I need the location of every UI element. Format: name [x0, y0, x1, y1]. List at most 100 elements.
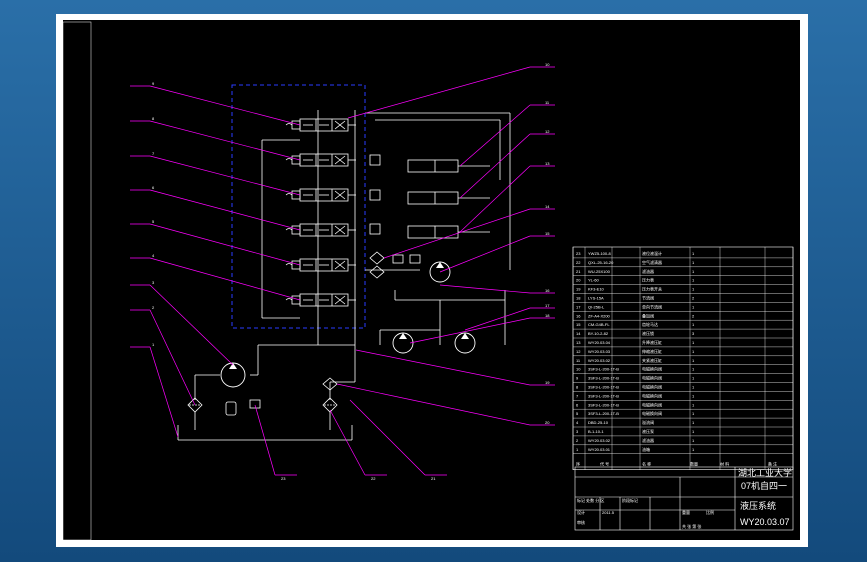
callout-number: 13	[545, 161, 550, 166]
left-margin-strip	[62, 21, 92, 541]
bom-qty: 1	[692, 260, 695, 265]
leader-line	[149, 85, 301, 126]
bom-code: KF3-E10	[588, 287, 605, 292]
leader-line	[355, 349, 531, 386]
bom-code: B-1-10-1	[588, 429, 604, 434]
bom-code: QXL-25-16-20	[588, 260, 614, 265]
bom-qty: 2	[692, 313, 695, 318]
leader-line	[149, 189, 301, 231]
leader-line	[149, 346, 179, 438]
bom-no: 19	[576, 287, 581, 292]
bom-name: 压力表	[642, 277, 654, 283]
bom-no: 20	[576, 278, 581, 283]
bom-header-cell: 备 注	[768, 461, 777, 467]
leader-line	[149, 309, 196, 406]
bom-name: 伸缩液压缸	[642, 348, 662, 354]
callout-number: 20	[545, 420, 550, 425]
leader-line	[254, 404, 276, 476]
level-gauge	[225, 401, 237, 416]
bom-name: 溢流阀	[642, 419, 654, 425]
bom-no: 5	[576, 411, 579, 416]
tb-mark-label: 标记 处数 分 区	[577, 497, 604, 503]
callout-number: 9	[152, 81, 155, 86]
bom-code: YWZ5-100-8	[588, 251, 611, 256]
bom-qty: 1	[692, 304, 695, 309]
bom-name: 滤油器	[642, 437, 654, 443]
bom-qty: 1	[692, 402, 695, 407]
bom-row: 4 DBD-25-10 溢流阀 1	[576, 419, 695, 425]
bom-code: YL-60	[588, 278, 599, 283]
directional-valve	[285, 293, 356, 307]
bom-name: 滤油器	[642, 268, 654, 274]
bom-code: WY20.03.02	[588, 358, 611, 363]
bom-name: 压力表开关	[642, 286, 662, 292]
callout-number: 15	[545, 231, 550, 236]
bom-header-cell: 代 号	[600, 461, 609, 467]
bom-no: 7	[576, 393, 579, 398]
leader-line	[349, 399, 426, 476]
main-lines	[177, 110, 511, 441]
bom-qty: 1	[692, 447, 695, 452]
bom-no: 23	[576, 251, 581, 256]
leader-line	[459, 165, 531, 233]
bom-code: WY20.03.03	[588, 349, 611, 354]
callout-number: 4	[152, 253, 155, 258]
callout-number: 17	[545, 303, 550, 308]
callout-number: 8	[152, 116, 155, 121]
bom-no: 21	[576, 269, 581, 274]
bom-no: 4	[576, 420, 579, 425]
bom-no: 11	[576, 358, 581, 363]
directional-valve	[285, 118, 356, 132]
bom-qty: 1	[692, 420, 695, 425]
callout-number: 10	[545, 62, 550, 67]
valve-group-box	[231, 84, 366, 329]
bom-qty: 1	[692, 411, 695, 416]
bom-qty: 1	[692, 393, 695, 398]
bom-code: WY20.03.01	[588, 447, 611, 452]
leader-line	[459, 104, 531, 167]
bom-code: 3SF3-L-200-1T-B	[588, 367, 619, 372]
callout-number: 1	[152, 342, 155, 347]
bom-qty: 1	[692, 438, 695, 443]
bom-code: 3SF3-L-200-1T-B	[588, 393, 619, 398]
leader-line	[149, 257, 301, 301]
bom-name: 液位液温计	[642, 250, 662, 256]
bom-name: 液压锁	[642, 330, 654, 336]
callout-number: 6	[152, 185, 155, 190]
bom-code: BY-10-2-82	[588, 331, 609, 336]
bom-qty: 1	[692, 278, 695, 283]
tb-weight-label: 重量	[682, 509, 690, 515]
callout-number: 21	[431, 476, 436, 481]
bom-name: 电磁换向阀	[642, 366, 662, 372]
bom-no: 6	[576, 402, 579, 407]
callout-number: 11	[545, 100, 550, 105]
tb-sheet-label: 共 张 第 张	[682, 523, 701, 529]
callout-number: 5	[152, 219, 155, 224]
leader-line	[464, 307, 531, 331]
cylinders	[407, 159, 490, 239]
bom-no: 9	[576, 376, 579, 381]
callout-number: 3	[152, 280, 155, 285]
title-block-text: 标记 处数 分 区 设计 2011.5 审核 阶段标记 重量 比例 共 张 第 …	[577, 467, 792, 529]
bom-qty: 1	[692, 340, 695, 345]
bom-qty: 1	[692, 322, 695, 327]
bom-header-cell: 序	[576, 461, 580, 467]
bom-qty: 1	[692, 287, 695, 292]
callout-number: 19	[545, 380, 550, 385]
callout-number: 12	[545, 129, 550, 134]
bom-no: 17	[576, 304, 581, 309]
bom-code: DBD-25-10	[588, 420, 609, 425]
bom-code: QI-25B-L	[588, 304, 605, 309]
directional-valve	[285, 258, 356, 272]
bom-code: ZF-A4-X200	[588, 313, 611, 318]
